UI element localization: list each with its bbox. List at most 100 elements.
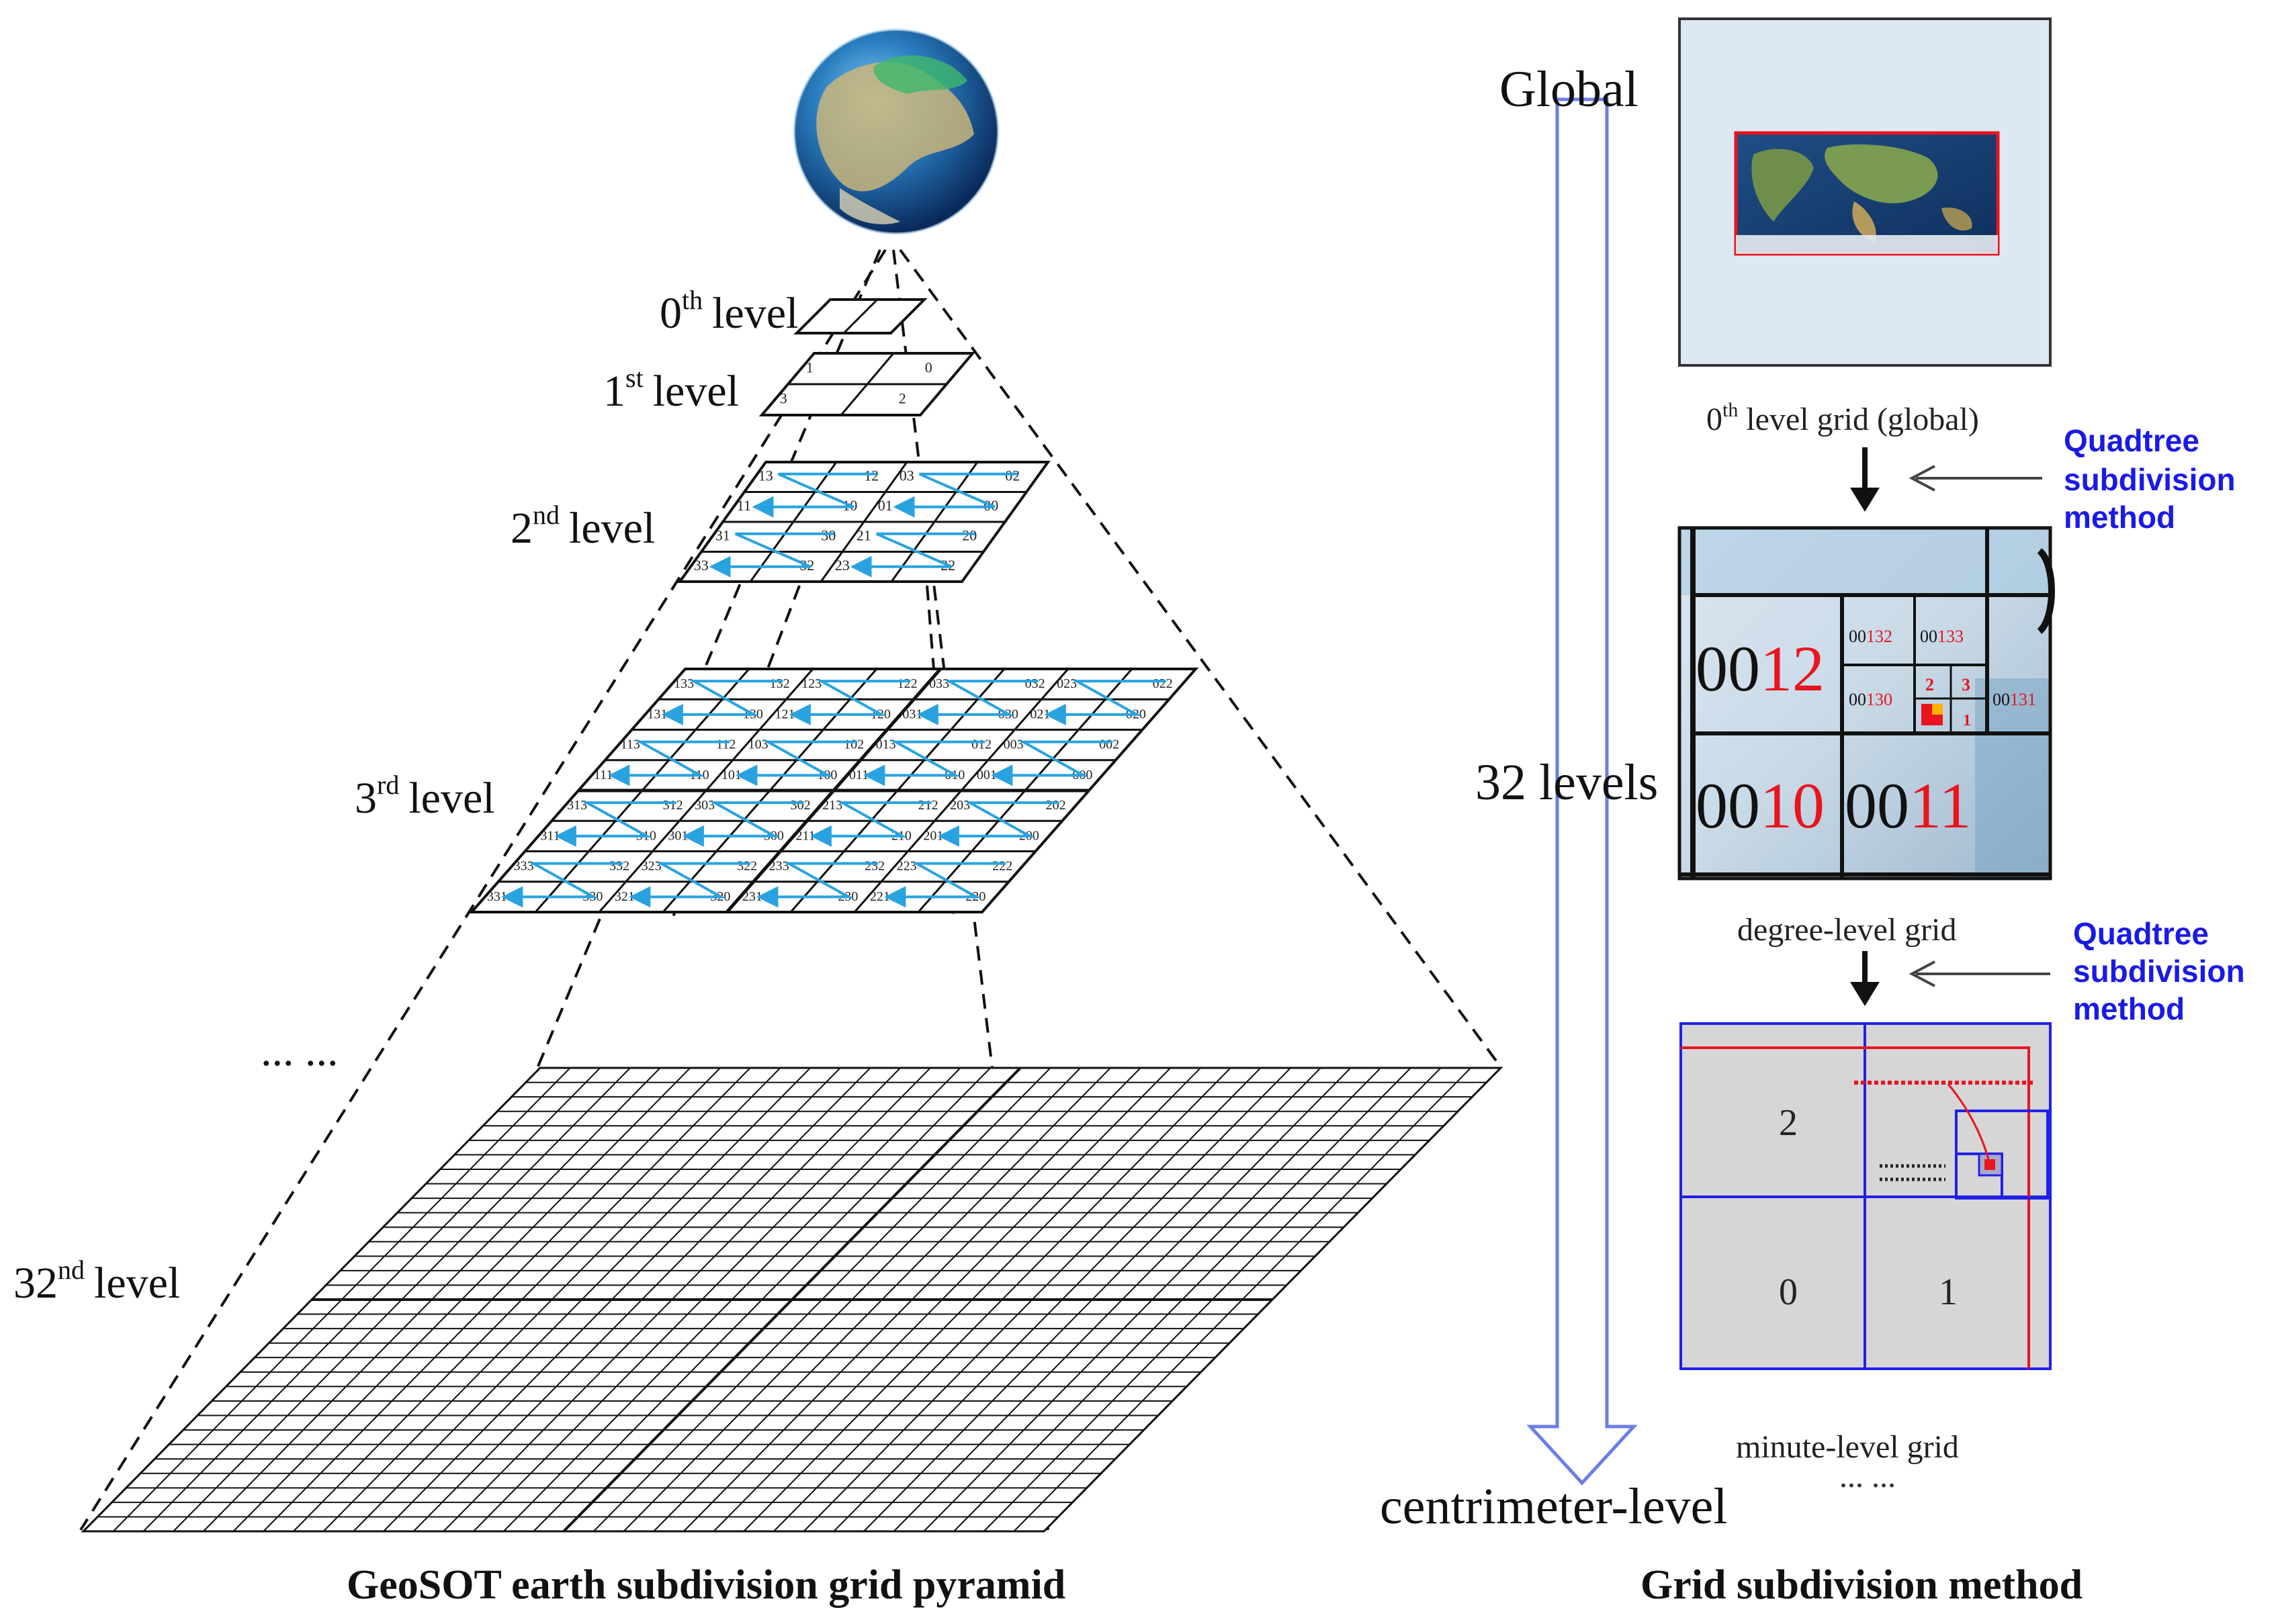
plane3-cell-code: 013	[876, 737, 896, 752]
plane3-cell-code: 301	[668, 828, 688, 843]
code-small-2: 2	[1925, 675, 1934, 694]
plane1-cell-code: 0	[925, 359, 932, 376]
plane3-z-order-arrow	[916, 680, 1039, 725]
plane3-cell-code: 222	[992, 859, 1012, 874]
plane2-cell-code: 21	[857, 527, 871, 544]
plane2-cell-code: 23	[835, 557, 850, 574]
plane1-cell-code: 1	[806, 359, 814, 376]
plane3-z-order-arrow	[629, 862, 751, 908]
plane2-cell-code: 31	[715, 527, 730, 544]
plane3-cell-code: 103	[748, 737, 769, 752]
code-0011: 0011	[1845, 770, 1971, 842]
minute-level-grid-panel	[1679, 1022, 2052, 1370]
quadtree-label-2-line-1: Quadtree	[2073, 916, 2209, 951]
global-label: Global	[1499, 61, 1638, 118]
plane3-cell-code: 122	[897, 676, 918, 691]
plane3-cell-code: 302	[791, 798, 811, 813]
levels-count-label: 32 levels	[1475, 754, 1658, 811]
plane3-z-order-arrow	[554, 801, 676, 847]
global-grid-label: 0th level grid (global)	[1706, 399, 1979, 437]
plane3-cell-code: 133	[674, 676, 694, 691]
plane2-cell-code: 13	[758, 467, 773, 484]
plane2-cell-code: 01	[878, 497, 893, 514]
plane3-z-order-arrow	[501, 862, 623, 908]
plane3-cell-code: 321	[615, 889, 635, 904]
plane3-z-order-arrow	[863, 740, 985, 786]
code-small-3: 3	[1962, 675, 1970, 694]
method-ellipsis: ... ...	[1839, 1459, 1896, 1494]
plane3-cell-code: 003	[1004, 737, 1024, 752]
plane3-z-order-arrow	[682, 801, 804, 847]
plane3-cell-code: 112	[716, 737, 736, 752]
plane2-cell-code: 02	[1005, 467, 1020, 484]
plane3-cell-code: 123	[801, 676, 822, 691]
plane2-cell-code: 11	[737, 497, 751, 514]
quadtree-label-2-line-2: subdivision	[2073, 954, 2245, 989]
plane3-cell-code: 023	[1057, 676, 1077, 691]
plane3-z-order-arrow	[1044, 680, 1166, 725]
plane3-cell-code: 002	[1099, 737, 1119, 752]
down-arrow-2-icon	[1850, 951, 1880, 1006]
plane3-z-order-arrow	[789, 680, 911, 725]
plane3-cell-code: 303	[695, 798, 715, 813]
plane3-cell-code: 113	[621, 737, 640, 752]
degree-level-grid-panel	[1677, 526, 2055, 881]
minute-level-grid-label: minute-level grid	[1736, 1429, 1959, 1465]
plane3-z-order-arrow	[608, 740, 730, 786]
plane2-cell-code: 33	[694, 557, 709, 574]
plane2-cell-code: 30	[821, 527, 836, 544]
plane3-cell-code: 131	[647, 707, 667, 721]
plane2-z-order-arrow	[709, 532, 834, 578]
plane3-z-order-arrow	[991, 740, 1113, 786]
earth-globe-icon	[793, 28, 1000, 235]
plane3-cell-code: 213	[822, 798, 842, 813]
plane3-cell-code: 031	[902, 707, 922, 721]
plane3-cell-code: 011	[849, 768, 869, 782]
plane3-cell-code: 332	[609, 859, 629, 874]
centimeter-level-label: centrimeter-level	[1380, 1478, 1728, 1535]
plane3-cell-code: 223	[897, 859, 917, 874]
plane2-cell-code: 03	[900, 467, 914, 484]
quadtree-label-2-line-3: method	[2073, 991, 2185, 1026]
method-caption: Grid subdivision method	[1640, 1562, 2083, 1608]
plane3-z-order-arrow	[661, 680, 783, 725]
plane3-cell-code: 111	[594, 768, 613, 782]
quadtree-label-1-line-1: Quadtree	[2064, 423, 2199, 458]
plane3-cell-code: 313	[567, 798, 587, 813]
level-32-grid	[81, 1067, 1503, 1533]
code-00131: 00131	[1992, 690, 2036, 709]
quadtree-label-1-line-3: method	[2064, 500, 2175, 535]
plane3-z-order-arrow	[884, 862, 1006, 908]
plane3-cell-code: 022	[1153, 676, 1173, 691]
code-00130: 00130	[1849, 690, 1892, 709]
plane3-z-order-arrow	[937, 801, 1059, 847]
plane1-cell-code: 3	[780, 390, 787, 407]
plane3-cell-code: 121	[775, 707, 795, 721]
plane3-cell-code: 033	[929, 676, 949, 691]
plane3-cell-code: 333	[514, 859, 534, 874]
plane3-cell-code: 331	[487, 889, 507, 904]
left-arrow-1-icon	[1909, 465, 2042, 492]
plane3-z-order-arrow	[736, 740, 858, 786]
grid-subdivision-method: Global 32 levels centrimeter-level 0th l…	[1380, 17, 2245, 1608]
plane3-cell-code: 201	[923, 828, 943, 843]
down-arrow-1-icon	[1850, 447, 1880, 512]
plane3-cell-code: 212	[918, 798, 938, 813]
level-0-grid	[793, 298, 928, 334]
plane3-z-order-arrow	[809, 801, 932, 847]
plane3-cell-code: 101	[721, 768, 742, 782]
plane2-z-order-arrow	[850, 532, 975, 578]
plane2-cell-code: 20	[962, 527, 977, 544]
minute-quadrant-1: 1	[1939, 1271, 1958, 1313]
plane3-cell-code: 231	[742, 889, 762, 904]
plane2-z-order-arrow	[893, 472, 1018, 518]
code-00132: 00132	[1849, 627, 1892, 646]
levels-down-arrow-icon	[1526, 97, 1638, 1486]
plane3-cell-code: 311	[540, 828, 560, 843]
